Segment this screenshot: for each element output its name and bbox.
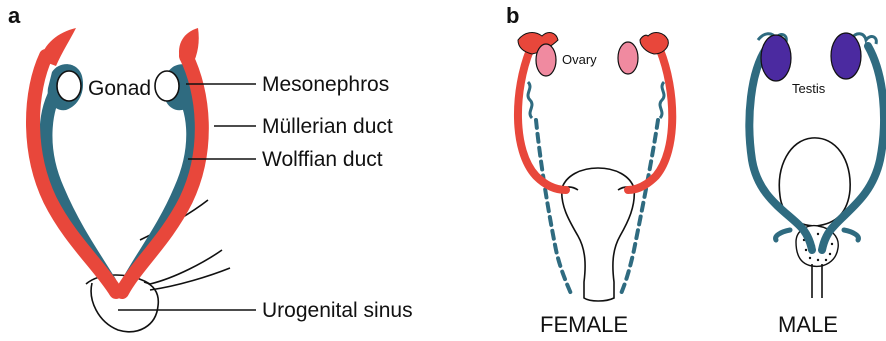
panel-b-letter: b bbox=[506, 3, 519, 28]
female-right-regressing-wolffian bbox=[620, 120, 658, 296]
wolffian-duct-label: Wolffian duct bbox=[262, 148, 383, 171]
urogenital-sinus-label: Urogenital sinus bbox=[262, 299, 413, 322]
panel-a-letter: a bbox=[8, 3, 21, 28]
left-testis bbox=[761, 35, 791, 81]
female-caption: FEMALE bbox=[540, 312, 628, 337]
right-mullerian-funnel bbox=[179, 28, 199, 66]
mesonephros-label: Mesonephros bbox=[262, 73, 389, 96]
left-seminal-vesicle bbox=[776, 230, 790, 240]
female-right-fimbriae bbox=[640, 33, 668, 54]
right-gonad bbox=[155, 71, 179, 101]
mullerian-duct-label: Müllerian duct bbox=[262, 115, 393, 138]
male-diagram: Testis MALE bbox=[749, 33, 884, 337]
female-diagram: Ovary FEMALE bbox=[518, 33, 672, 337]
panel-b: b Ovary FEMALE bbox=[506, 3, 884, 337]
right-wolffian-duct bbox=[128, 88, 193, 282]
female-right-epoophoron bbox=[660, 82, 664, 118]
right-ovary bbox=[618, 42, 638, 74]
left-ovary bbox=[536, 44, 556, 76]
gonad-label: Gonad bbox=[88, 77, 151, 100]
testis-label: Testis bbox=[792, 81, 826, 96]
female-left-epoophoron bbox=[528, 82, 532, 118]
right-testis bbox=[831, 33, 861, 79]
male-caption: MALE bbox=[778, 312, 838, 337]
left-gonad bbox=[57, 71, 81, 101]
female-left-regressing-wolffian bbox=[536, 120, 572, 296]
urethra bbox=[812, 264, 822, 298]
right-seminal-vesicle bbox=[844, 230, 858, 240]
panel-a: a Gonad Mesonephros Müllerian duct Wolff… bbox=[8, 3, 413, 332]
ovary-label: Ovary bbox=[562, 52, 597, 67]
left-mullerian-funnel bbox=[40, 28, 76, 66]
